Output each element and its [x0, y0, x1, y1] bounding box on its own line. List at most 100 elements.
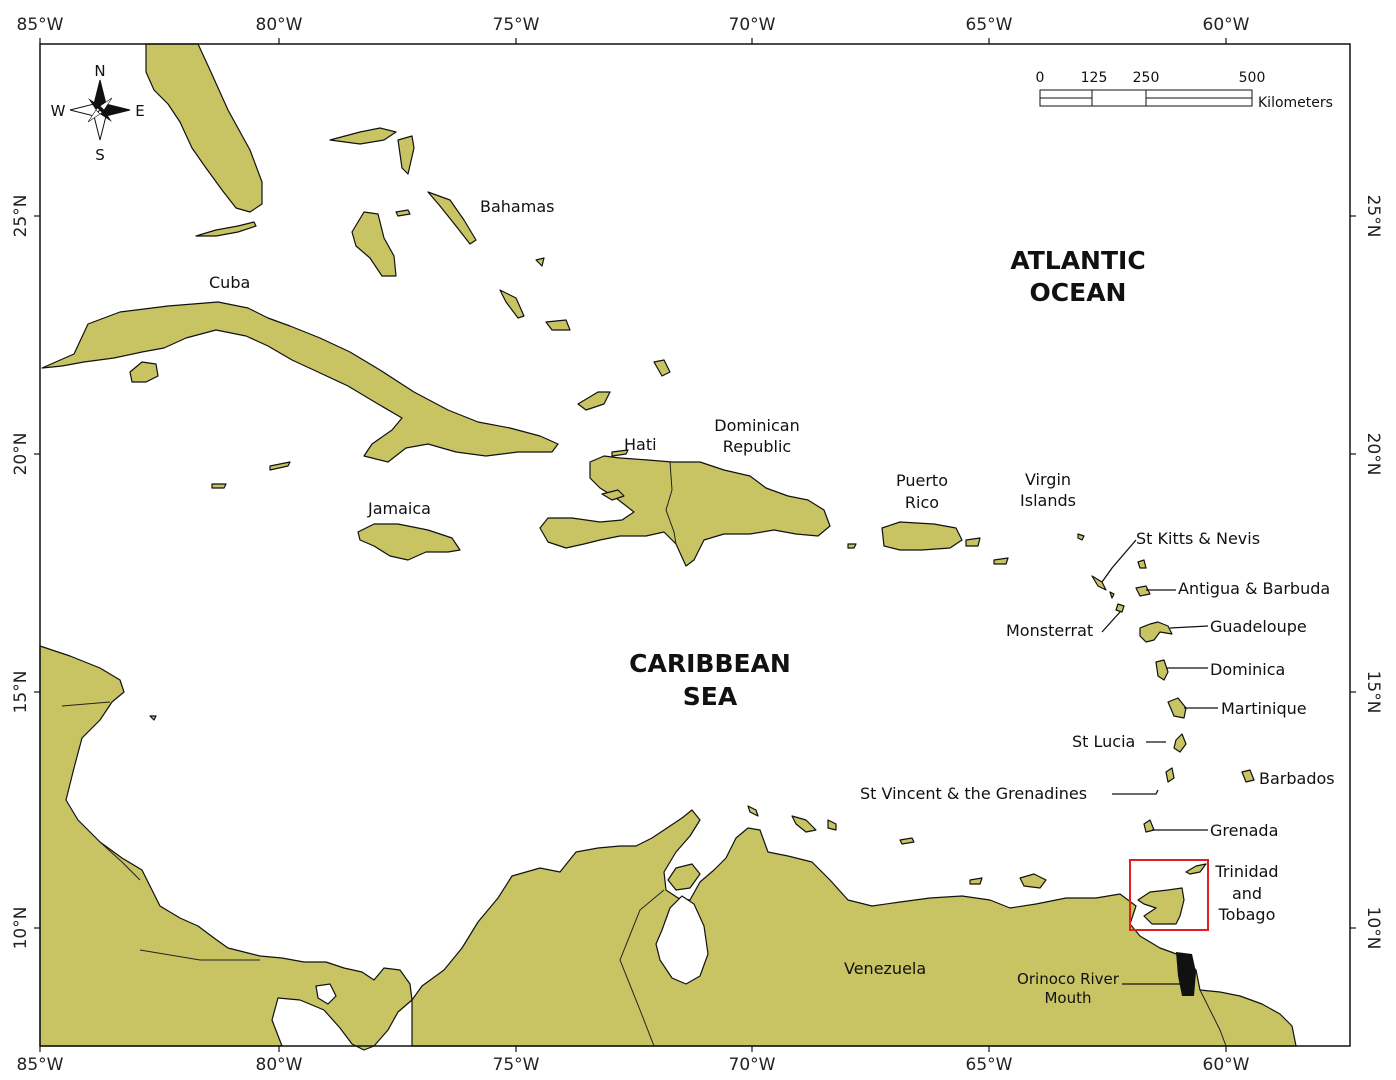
compass-needle — [99, 97, 113, 111]
compass-rose-icon: N S W E — [51, 62, 145, 164]
tick-left-15n: 15°N — [11, 671, 31, 714]
tick-bottom-85w: 85°W — [17, 1055, 64, 1075]
land-bahamas-small-6 — [397, 135, 415, 175]
borders — [61, 461, 1227, 1047]
islet — [899, 837, 915, 845]
land-hispaniola — [539, 455, 831, 567]
border-colombia — [619, 889, 665, 1047]
islet — [211, 483, 227, 489]
border-ca-3 — [139, 949, 260, 961]
land-bahamas-eleuthera — [427, 191, 477, 245]
land-tobago — [1185, 863, 1207, 875]
label-virgin-islands-1: Virgin — [1025, 470, 1071, 489]
land-puerto-rico — [881, 521, 963, 551]
land-cuba — [41, 301, 559, 463]
label-bahamas: Bahamas — [480, 197, 554, 216]
tick-bottom-70w: 70°W — [729, 1055, 776, 1075]
left-latitude-labels: 25°N 20°N 15°N 10°N — [11, 195, 31, 950]
islets — [149, 449, 1115, 885]
label-martinique: Martinique — [1221, 699, 1307, 718]
compass-needle — [100, 110, 112, 122]
land-margarita — [1019, 873, 1047, 889]
islet — [847, 543, 857, 549]
label-dominica: Dominica — [1210, 660, 1285, 679]
tick-top-80w: 80°W — [256, 15, 303, 35]
label-trinidad-2: and — [1232, 884, 1262, 903]
label-cuba: Cuba — [209, 273, 250, 292]
tick-bottom-65w: 65°W — [966, 1055, 1013, 1075]
land-central-america — [39, 645, 413, 1051]
label-grenada: Grenada — [1210, 821, 1278, 840]
label-trinidad-3: Tobago — [1218, 905, 1276, 924]
trinidad-highlight-box — [1129, 859, 1209, 931]
scale-bar: 0 125 250 500 Kilometers — [1036, 70, 1333, 111]
tick-left-10n: 10°N — [11, 907, 31, 950]
landmasses — [39, 43, 1297, 1051]
map-border — [39, 43, 1351, 1047]
tick-top-65w: 65°W — [966, 15, 1013, 35]
label-antigua: Antigua & Barbuda — [1178, 579, 1330, 598]
lake-maracaibo — [655, 895, 709, 985]
tick-top-75w: 75°W — [493, 15, 540, 35]
land-bahamas-small-4 — [545, 319, 571, 331]
label-hati: Hati — [624, 435, 657, 454]
scale-segment — [1039, 97, 1093, 107]
tick-top-60w: 60°W — [1203, 15, 1250, 35]
land-bahamas-small-5 — [577, 391, 611, 411]
land-bahamas-small-3 — [535, 257, 545, 267]
label-puerto-rico-1: Puerto — [896, 471, 948, 490]
land-bahamas-small-1 — [395, 209, 411, 217]
land-isla-juventud — [129, 361, 159, 383]
scale-label-500: 500 — [1239, 70, 1266, 86]
scale-segment — [1145, 89, 1253, 99]
islet — [969, 877, 983, 885]
leader-st-vincent — [1112, 789, 1159, 795]
label-monsterrat: Monsterrat — [1006, 621, 1093, 640]
label-atlantic-2: OCEAN — [1030, 278, 1127, 307]
label-dominican-1: Dominican — [714, 416, 799, 435]
land-antigua-small — [1137, 559, 1147, 569]
scale-segment — [1091, 89, 1147, 107]
tick-left-25n: 25°N — [11, 195, 31, 238]
land-florida — [145, 43, 263, 213]
compass-needle — [88, 98, 100, 110]
land-dominica — [1155, 659, 1169, 681]
lake-central-america — [315, 983, 337, 1005]
land-st-kitts — [1091, 575, 1107, 591]
tick-bottom-75w: 75°W — [493, 1055, 540, 1075]
compass-needle — [99, 103, 131, 117]
label-venezuela: Venezuela — [844, 959, 926, 978]
islet — [1077, 533, 1085, 541]
label-virgin-islands-2: Islands — [1020, 491, 1076, 510]
land-pr-small — [965, 537, 981, 547]
label-orinoco-2: Mouth — [1044, 989, 1091, 1007]
compass-n: N — [94, 62, 105, 80]
islet — [611, 449, 629, 457]
label-barbados: Barbados — [1259, 769, 1335, 788]
tick-right-25n: 25°N — [1363, 195, 1383, 238]
land-jamaica — [357, 523, 461, 561]
leader-st-kitts — [1101, 539, 1137, 583]
scale-segment — [1145, 97, 1253, 107]
bottom-longitude-labels: 85°W 80°W 75°W 70°W 65°W 60°W — [17, 1055, 1250, 1075]
border-ca-2 — [99, 841, 141, 881]
land-gonave — [601, 489, 625, 501]
land-st-lucia — [1173, 733, 1187, 753]
compass-needle — [87, 109, 101, 123]
label-dominican-2: Republic — [723, 437, 791, 456]
axis-ticks — [34, 38, 1356, 1052]
tick-bottom-60w: 60°W — [1203, 1055, 1250, 1075]
scale-label-0: 0 — [1036, 70, 1045, 86]
land-barbados — [1241, 769, 1255, 783]
islet — [149, 715, 157, 721]
tick-right-10n: 10°N — [1363, 907, 1383, 950]
land-vi-small — [993, 557, 1009, 565]
place-labels: Bahamas Cuba Hati Dominican Republic Jam… — [209, 197, 1335, 1007]
label-st-lucia: St Lucia — [1072, 732, 1135, 751]
land-guadeloupe — [1139, 621, 1173, 643]
compass-s: S — [95, 146, 105, 164]
leader-lines — [1101, 539, 1218, 985]
tick-left-20n: 20°N — [11, 433, 31, 476]
border-guyana — [1199, 989, 1227, 1047]
